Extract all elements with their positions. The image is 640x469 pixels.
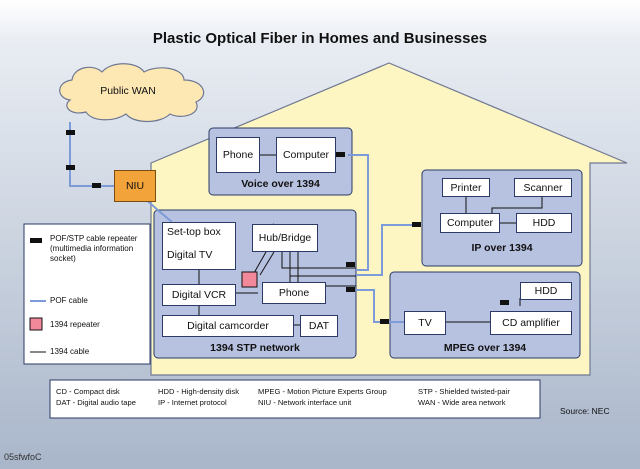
legend-swatch-repeater (30, 238, 42, 243)
legend-pof-text: POF cable (50, 296, 88, 305)
device-computer-ip: Computer (440, 213, 500, 233)
device-tv: TV (404, 311, 446, 335)
legend-box-frame (23, 223, 151, 365)
device-settop-box: Set-top box (162, 222, 236, 240)
pof-repeater-ip (412, 222, 421, 227)
note-cd: CD - Compact disk (56, 387, 120, 396)
note-hdd: HDD - High-density disk (158, 387, 240, 396)
note-dat: DAT - Digital audio tape (56, 398, 136, 407)
device-computer-voice: Computer (276, 137, 336, 173)
device-dat: DAT (300, 315, 338, 337)
mpeg-group-label: MPEG over 1394 (443, 342, 527, 354)
device-hdd-ip: HDD (516, 213, 572, 233)
wan-label: Public WAN (100, 85, 156, 97)
pof-repeater-hub2 (346, 287, 355, 292)
pof-to-voice (348, 154, 369, 271)
figure-id: 05sfwfoC (4, 452, 42, 462)
device-cd-amplifier: CD amplifier (490, 311, 572, 335)
ip-group-label: IP over 1394 (471, 242, 533, 254)
voice-group-label: Voice over 1394 (241, 178, 320, 190)
device-digital-vcr: Digital VCR (162, 284, 236, 306)
niu-box: NIU (114, 170, 156, 202)
note-mpeg: MPEG - Motion Picture Experts Group (258, 387, 387, 396)
device-digital-tv: Digital TV (162, 240, 236, 270)
wan-cloud-shape (59, 63, 205, 123)
wan-repeater-2 (66, 165, 75, 170)
device-hub-bridge: Hub/Bridge (252, 224, 318, 252)
legend-repeater-text: POF/STP cable repeater (multimedia infor… (50, 234, 138, 263)
legend-1394-repeater-text: 1394 repeater (50, 320, 100, 329)
pof-to-ip (356, 224, 420, 276)
note-stp: STP - Shielded twisted-pair (418, 387, 510, 396)
page-title: Plastic Optical Fiber in Homes and Busin… (152, 30, 488, 47)
ip-internal-cables (465, 197, 543, 224)
note-niu: NIU - Network interface unit (258, 398, 352, 407)
legend-1394-cable-text: 1394 cable (50, 347, 90, 356)
device-digital-camcorder: Digital camcorder (162, 315, 294, 337)
pof-repeater-hub1 (346, 262, 355, 267)
source-credit: Source: NEC (560, 406, 610, 416)
pof-repeater-mpeg (380, 319, 389, 324)
notes-box-frame (49, 379, 541, 419)
device-hdd-mpeg: HDD (520, 282, 572, 300)
note-ip: IP - Internet protocol (158, 398, 227, 407)
wan-repeater-3 (92, 183, 101, 188)
device-phone-voice: Phone (216, 137, 260, 173)
wan-niu-cable (69, 122, 116, 187)
device-phone-stp: Phone (262, 282, 326, 304)
device-scanner: Scanner (514, 178, 572, 197)
stp-1394-repeater (241, 271, 258, 288)
device-printer: Printer (442, 178, 490, 197)
stp-group-label: 1394 STP network (210, 342, 300, 354)
wan-repeater-1 (66, 130, 75, 135)
pof-repeater-voice (336, 152, 345, 157)
legend-swatch-1394-repeater (29, 317, 43, 331)
niu-label: NIU (125, 180, 145, 192)
mpeg-repeater (500, 300, 509, 305)
note-wan: WAN - Wide area network (418, 398, 506, 407)
